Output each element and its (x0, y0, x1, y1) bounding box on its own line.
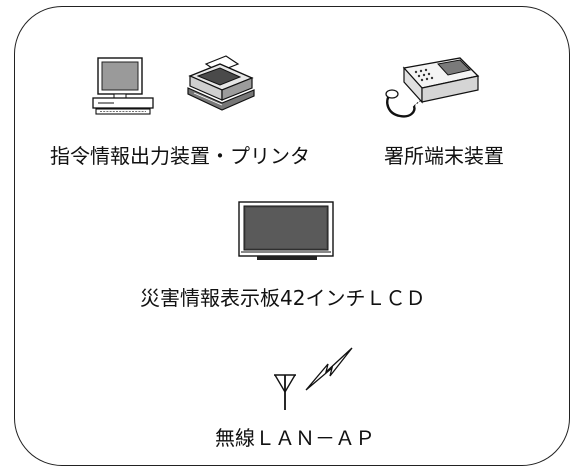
system-frame (14, 6, 570, 466)
station-terminal-label: 署所端末装置 (384, 144, 504, 168)
lightning-signal-icon (302, 346, 354, 392)
lcd-board-label: 災害情報表示板42インチＬＣＤ (140, 286, 426, 310)
computer-terminal-icon (90, 56, 160, 116)
phone-terminal-icon (382, 54, 482, 126)
command-output-label: 指令情報出力装置・プリンタ (50, 144, 310, 168)
printer-icon (180, 54, 260, 118)
wireless-lan-label: 無線ＬＡＮ－ＡＰ (215, 426, 375, 450)
lcd-display-icon (237, 200, 337, 262)
antenna-icon (272, 372, 298, 412)
